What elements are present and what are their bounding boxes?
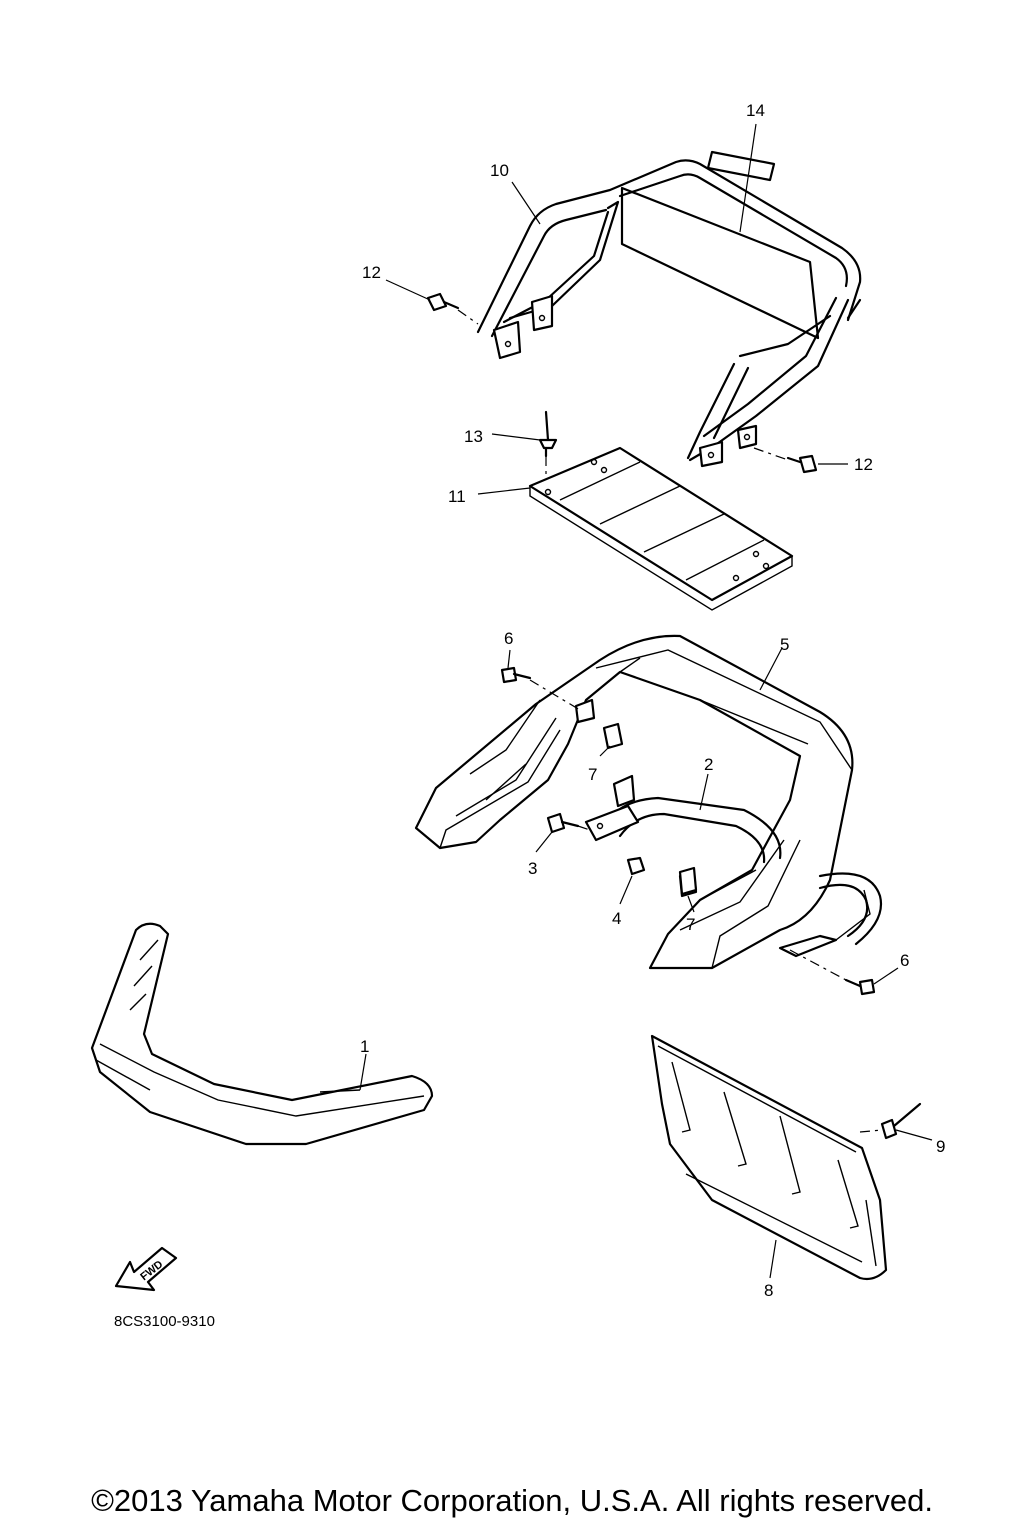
callout-6-upper: 6	[504, 629, 513, 648]
callout-11: 11	[448, 487, 466, 506]
part-10-guard-frame[interactable]	[476, 159, 862, 468]
leader-lines	[359, 123, 933, 1279]
callout-2: 2	[704, 755, 713, 774]
callout-7-lower: 7	[686, 915, 695, 934]
part-1-bumper[interactable]	[90, 922, 434, 1146]
callout-3: 3	[528, 859, 537, 878]
part-3-bolt[interactable]	[546, 812, 591, 834]
part-12-bolt-left[interactable]	[426, 292, 479, 325]
part-2-support-bar[interactable]	[584, 796, 883, 946]
part-6-bolt-upper[interactable]	[500, 666, 581, 711]
callout-4: 4	[612, 909, 621, 928]
callout-12-right: 12	[854, 455, 873, 474]
part-7-clip-upper[interactable]	[602, 722, 624, 750]
callout-numbers: 14 10 12 12 13 11 6 5 2 7 3 4 7 6 1 9 8	[360, 101, 945, 1300]
part-4-nut[interactable]	[626, 856, 646, 876]
part-8-mud-flap[interactable]	[650, 1034, 888, 1281]
callout-14: 14	[746, 101, 765, 120]
part-6-bolt-lower[interactable]	[789, 949, 876, 996]
part-13-rivet[interactable]	[538, 410, 558, 482]
callout-1: 1	[360, 1037, 369, 1056]
part-9-rivet[interactable]	[859, 1102, 922, 1140]
copyright-notice: ©2013 Yamaha Motor Corporation, U.S.A. A…	[91, 1483, 933, 1518]
part-11-plate[interactable]	[528, 446, 794, 611]
part-14-label[interactable]	[706, 150, 776, 182]
part-7-clip-lower[interactable]	[678, 866, 698, 896]
part-5-rear-fender[interactable]	[414, 634, 871, 970]
callout-10: 10	[490, 161, 509, 180]
diagram-code: 8CS3100-9310	[114, 1313, 215, 1330]
callout-12-left: 12	[362, 263, 381, 282]
callout-9: 9	[936, 1137, 945, 1156]
callout-8: 8	[764, 1281, 773, 1300]
fwd-arrow-icon: FWD	[114, 1246, 178, 1292]
callout-5: 5	[780, 635, 789, 654]
callout-13: 13	[464, 427, 483, 446]
part-12-bolt-right[interactable]	[753, 447, 818, 474]
callout-7-upper: 7	[588, 765, 597, 784]
callout-6-lower: 6	[900, 951, 909, 970]
